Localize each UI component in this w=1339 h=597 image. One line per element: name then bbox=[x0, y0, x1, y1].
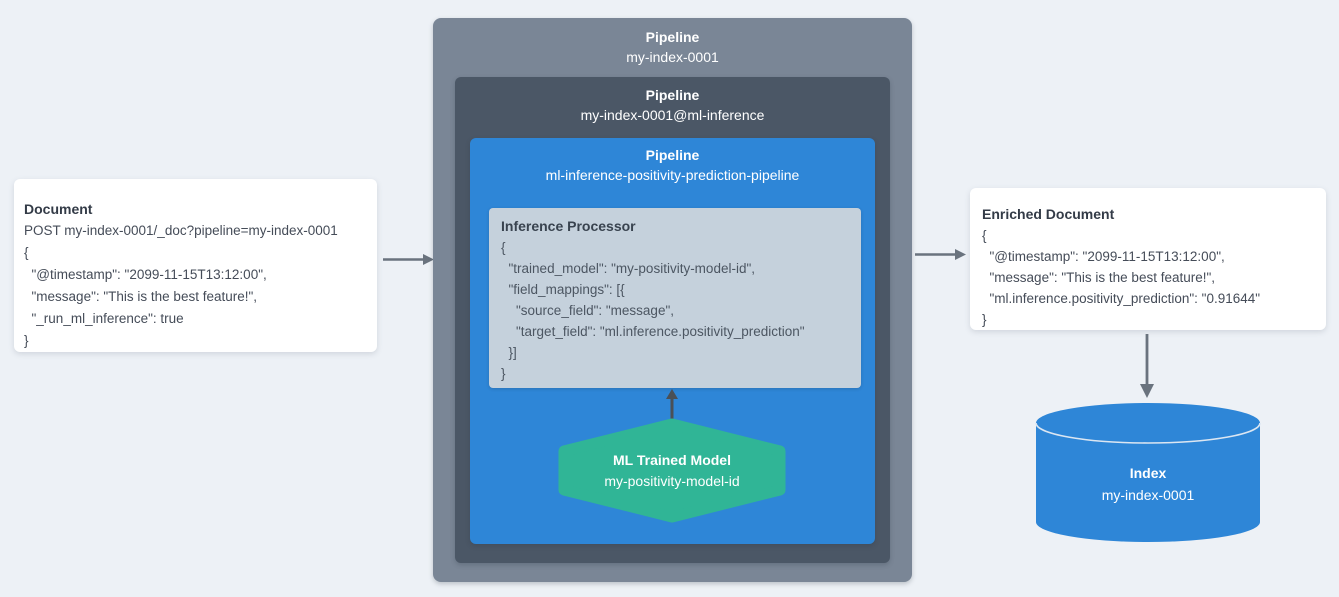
inference-processor-box: Inference Processor { "trained_model": "… bbox=[489, 208, 861, 388]
enriched-document-card: Enriched Document { "@timestamp": "2099-… bbox=[970, 188, 1326, 330]
pipeline-prediction-name: ml-inference-positivity-prediction-pipel… bbox=[545, 167, 800, 183]
index-cylinder: Index my-index-0001 bbox=[1033, 399, 1263, 549]
ml-trained-model-text: ML Trained Model my-positivity-model-id bbox=[557, 418, 787, 523]
pipeline-prediction-label: Pipeline bbox=[645, 147, 700, 163]
ml-trained-model-hexagon: ML Trained Model my-positivity-model-id bbox=[557, 418, 787, 523]
document-card-code: POST my-index-0001/_doc?pipeline=my-inde… bbox=[24, 223, 338, 348]
pipeline-outer-name: my-index-0001 bbox=[626, 49, 719, 65]
enriched-document-code: { "@timestamp": "2099-11-15T13:12:00", "… bbox=[982, 228, 1261, 327]
pipeline-outer-label: Pipeline bbox=[645, 29, 700, 45]
enriched-document-title: Enriched Document bbox=[982, 206, 1115, 222]
flow-arrow-pipeline-to-enriched-icon bbox=[915, 249, 966, 260]
index-text: Index my-index-0001 bbox=[1033, 462, 1263, 506]
pipeline-box-outer: Pipeline my-index-0001 Pipeline my-index… bbox=[433, 18, 912, 582]
document-card-title: Document bbox=[24, 201, 93, 217]
index-name: my-index-0001 bbox=[1101, 487, 1195, 503]
pipeline-outer-header: Pipeline my-index-0001 bbox=[433, 18, 912, 67]
ml-trained-model-title: ML Trained Model bbox=[613, 451, 731, 468]
pipeline-prediction-header: Pipeline ml-inference-positivity-predict… bbox=[470, 138, 875, 185]
ml-trained-model-name: my-positivity-model-id bbox=[604, 472, 740, 489]
flow-arrow-enriched-to-index-icon bbox=[1140, 334, 1154, 398]
pipeline-ml-inference-header: Pipeline my-index-0001@ml-inference bbox=[455, 77, 890, 125]
inference-processor-title: Inference Processor bbox=[501, 218, 636, 234]
index-title: Index bbox=[1129, 465, 1167, 481]
hexagon-icon bbox=[558, 418, 786, 523]
database-cylinder-icon bbox=[1035, 403, 1261, 542]
flow-arrow-document-to-pipeline-icon bbox=[383, 254, 434, 265]
document-card: Document POST my-index-0001/_doc?pipelin… bbox=[14, 179, 377, 352]
pipeline-ml-inference-name: my-index-0001@ml-inference bbox=[580, 107, 765, 123]
pipeline-ml-inference-label: Pipeline bbox=[645, 87, 700, 103]
pipeline-box-ml-inference: Pipeline my-index-0001@ml-inference Pipe… bbox=[455, 77, 890, 563]
inference-processor-code: { "trained_model": "my-positivity-model-… bbox=[501, 240, 805, 381]
model-to-processor-arrow-icon bbox=[666, 389, 678, 422]
